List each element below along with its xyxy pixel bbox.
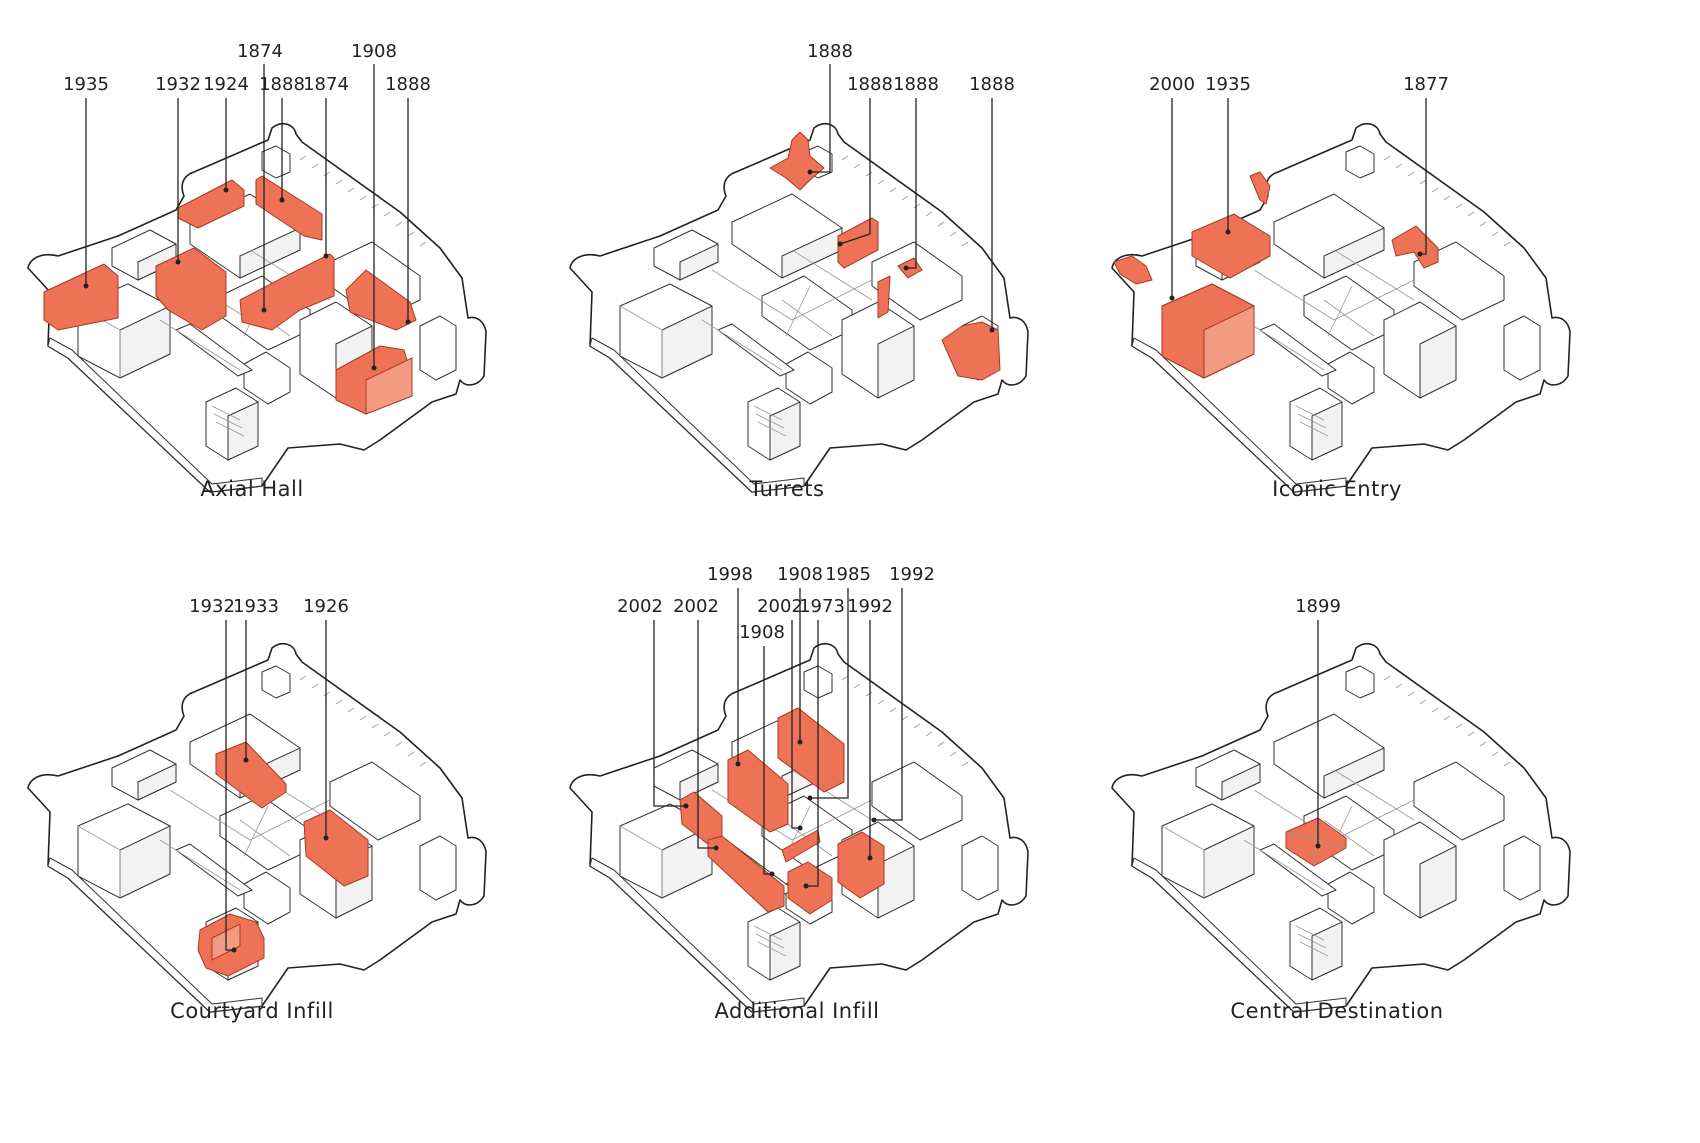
date-labels: 1935 1932 1924 1874 1888 1874 1908 1888 … <box>63 41 1449 643</box>
highlight-1908 <box>777 707 845 793</box>
caption-central-destination: Central Destination <box>1230 999 1443 1023</box>
date-label: 1924 <box>203 74 249 95</box>
highlight-1935 <box>43 263 119 331</box>
caption-additional-infill: Additional Infill <box>715 999 880 1023</box>
caption-courtyard-infill: Courtyard Infill <box>170 999 334 1023</box>
highlight-1935-arm <box>1113 255 1153 285</box>
caption-axial-hall: Axial Hall <box>200 477 303 501</box>
date-label: 1874 <box>237 41 283 62</box>
date-label: 1932 <box>189 596 235 617</box>
caption-iconic-entry: Iconic Entry <box>1272 477 1402 501</box>
date-label: 1908 <box>777 564 823 585</box>
date-label: 1932 <box>155 74 201 95</box>
highlight-east-turret-2 <box>877 275 891 319</box>
highlight-north-turret <box>769 131 825 191</box>
highlight-1935-arm2 <box>1249 171 1271 205</box>
date-label: 1973 <box>799 596 845 617</box>
panel-central-destination <box>1111 642 1571 1013</box>
panel-courtyard-infill <box>27 642 487 1013</box>
date-label: 1874 <box>303 74 349 95</box>
date-label: 1908 <box>351 41 397 62</box>
highlight-1908 <box>345 269 417 331</box>
highlight-2002b <box>707 835 785 913</box>
date-label: 2000 <box>1149 74 1195 95</box>
highlight-1998 <box>727 749 789 833</box>
highlight-1992 <box>837 831 885 899</box>
caption-turrets: Turrets <box>749 477 825 501</box>
highlight-1935 <box>1191 213 1271 279</box>
date-label: 1926 <box>303 596 349 617</box>
date-label: 1935 <box>1205 74 1251 95</box>
captions: Axial Hall Turrets Iconic Entry Courtyar… <box>170 477 1443 1023</box>
panel-iconic-entry <box>1111 122 1571 493</box>
date-label: 1888 <box>847 74 893 95</box>
date-label: 2002 <box>673 596 719 617</box>
date-label: 1992 <box>889 564 935 585</box>
highlight-2002c <box>787 861 833 915</box>
highlight-1973 <box>781 829 821 863</box>
date-label: 1933 <box>233 596 279 617</box>
date-label: 1935 <box>63 74 109 95</box>
date-label: 1888 <box>807 41 853 62</box>
date-label: 1888 <box>969 74 1015 95</box>
panel-turrets <box>569 122 1029 493</box>
highlight-1926 <box>303 809 369 887</box>
date-label: 1899 <box>1295 596 1341 617</box>
panel-additional-infill <box>569 642 1029 1013</box>
highlight-1888a <box>255 175 323 241</box>
date-label: 1888 <box>893 74 939 95</box>
date-label: 1888 <box>259 74 305 95</box>
panel-axial-hall <box>27 122 487 493</box>
date-label: 2002 <box>617 596 663 617</box>
date-label: 1985 <box>825 564 871 585</box>
date-label: 1888 <box>385 74 431 95</box>
highlight-1932 <box>155 247 227 331</box>
date-label: 1998 <box>707 564 753 585</box>
date-label: 1992 <box>847 596 893 617</box>
date-label: 2002 <box>757 596 803 617</box>
highlight-east-corner <box>941 321 1001 381</box>
highlight-east-turret-1 <box>837 217 879 269</box>
date-label: 1908 <box>739 622 785 643</box>
date-label: 1877 <box>1403 74 1449 95</box>
leader-lines <box>83 64 1427 953</box>
